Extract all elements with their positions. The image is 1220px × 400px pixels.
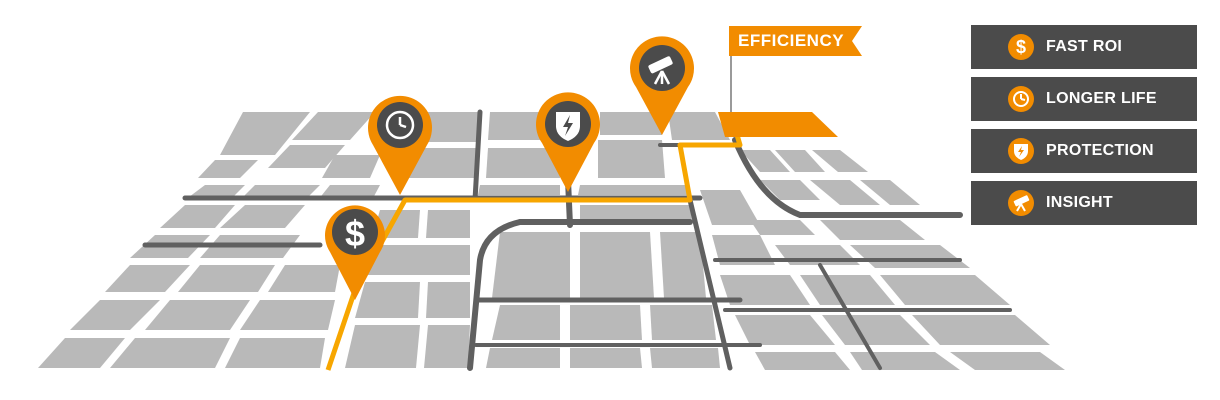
efficiency-flag (729, 26, 862, 56)
telescope-icon (1008, 190, 1034, 216)
legend-label: LONGER LIFE (1046, 90, 1157, 107)
legend-label: INSIGHT (1046, 194, 1113, 211)
legend: $ FAST ROI LONGER LIFE PROTECTION INSIGH… (971, 25, 1197, 233)
legend-item-longer-life: LONGER LIFE (971, 77, 1197, 121)
dollar-icon: $ (345, 213, 365, 254)
svg-text:$: $ (1016, 37, 1026, 57)
shield-bolt-icon (1008, 138, 1034, 164)
map-pin-insight (629, 36, 694, 135)
legend-item-fast-roi: $ FAST ROI (971, 25, 1197, 69)
legend-label: PROTECTION (1046, 142, 1154, 159)
flag-label: EFFICIENCY (738, 31, 845, 50)
shield-bolt-icon (556, 112, 580, 141)
clock-icon (1008, 86, 1034, 112)
legend-label: FAST ROI (1046, 38, 1123, 55)
map-pin-longer-life (368, 95, 432, 195)
map-pin-protection (536, 92, 600, 192)
legend-item-protection: PROTECTION (971, 129, 1197, 173)
clock-icon (385, 110, 415, 140)
dollar-icon: $ (1008, 34, 1034, 60)
telescope-icon (648, 56, 673, 85)
map-pin-fast-roi: $ (325, 205, 385, 300)
legend-item-insight: INSIGHT (971, 181, 1197, 225)
destination-block (718, 112, 838, 137)
